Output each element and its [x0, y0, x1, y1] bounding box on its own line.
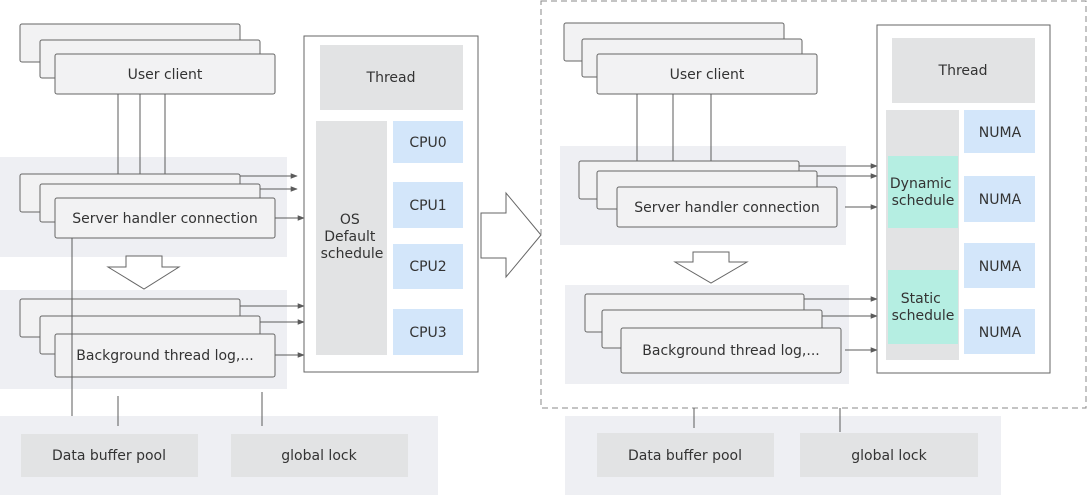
right-background-thread-label: Background thread log,... [642, 343, 819, 359]
right-numa1-box [964, 176, 1035, 222]
right-server-handler-label: Server handler connection [634, 200, 819, 216]
right-numa2-label: NUMA [979, 259, 1022, 275]
left-os-schedule-box [316, 121, 387, 355]
right-data-buffer-pool-box [597, 433, 774, 477]
left-global-lock-box [231, 434, 408, 477]
right-thread-header [892, 38, 1035, 103]
right-user-client-label: User client [670, 67, 745, 83]
left-data-buffer-pool-label: Data buffer pool [52, 448, 166, 464]
right-static-schedule-label: Static schedule [892, 291, 955, 324]
left-diagram: User client Server handler connection Ba… [0, 23, 479, 495]
right-thread-label: Thread [938, 63, 988, 79]
left-cpu1-box [393, 182, 463, 228]
right-dynamic-schedule-box [888, 156, 958, 228]
left-background-thread-label: Background thread log,... [76, 348, 253, 364]
left-cpu3-label: CPU3 [409, 325, 446, 341]
left-cpu2-box [393, 244, 463, 289]
right-user-client-box [596, 53, 818, 95]
right-numa3-box [964, 309, 1035, 354]
left-cpu2-label: CPU2 [409, 259, 446, 275]
left-thread-header [320, 45, 463, 110]
right-server-handler-box [616, 186, 838, 228]
right-numa0-box [964, 110, 1035, 153]
left-data-buffer-pool-box [21, 434, 198, 477]
right-global-lock-label: global lock [851, 448, 927, 464]
transition-arrow [480, 191, 542, 279]
left-cpu0-box [393, 121, 463, 163]
left-cpu3-box [393, 309, 463, 355]
left-os-schedule-label: OS Default schedule [321, 212, 384, 262]
right-background-thread-box [620, 327, 842, 374]
right-numa2-box [964, 243, 1035, 288]
right-down-arrow [673, 251, 749, 284]
right-data-buffer-pool-label: Data buffer pool [628, 448, 742, 464]
left-user-client-label: User client [128, 67, 203, 83]
left-cpu1-label: CPU1 [409, 198, 446, 214]
right-numa1-label: NUMA [979, 192, 1022, 208]
left-global-lock-label: global lock [281, 448, 357, 464]
left-server-handler-label: Server handler connection [72, 211, 257, 227]
left-thread-label: Thread [366, 70, 416, 86]
right-numa3-label: NUMA [979, 325, 1022, 341]
right-dashed-frame [540, 0, 1087, 409]
right-global-lock-box [800, 433, 978, 477]
right-static-schedule-box [888, 270, 958, 344]
right-numa0-label: NUMA [979, 125, 1022, 141]
left-down-arrow [106, 255, 181, 290]
right-dynamic-schedule-label: Dynamic schedule [890, 176, 956, 209]
left-cpu0-label: CPU0 [409, 135, 446, 151]
right-diagram: User client Server handler connection Ba… [540, 0, 1087, 495]
